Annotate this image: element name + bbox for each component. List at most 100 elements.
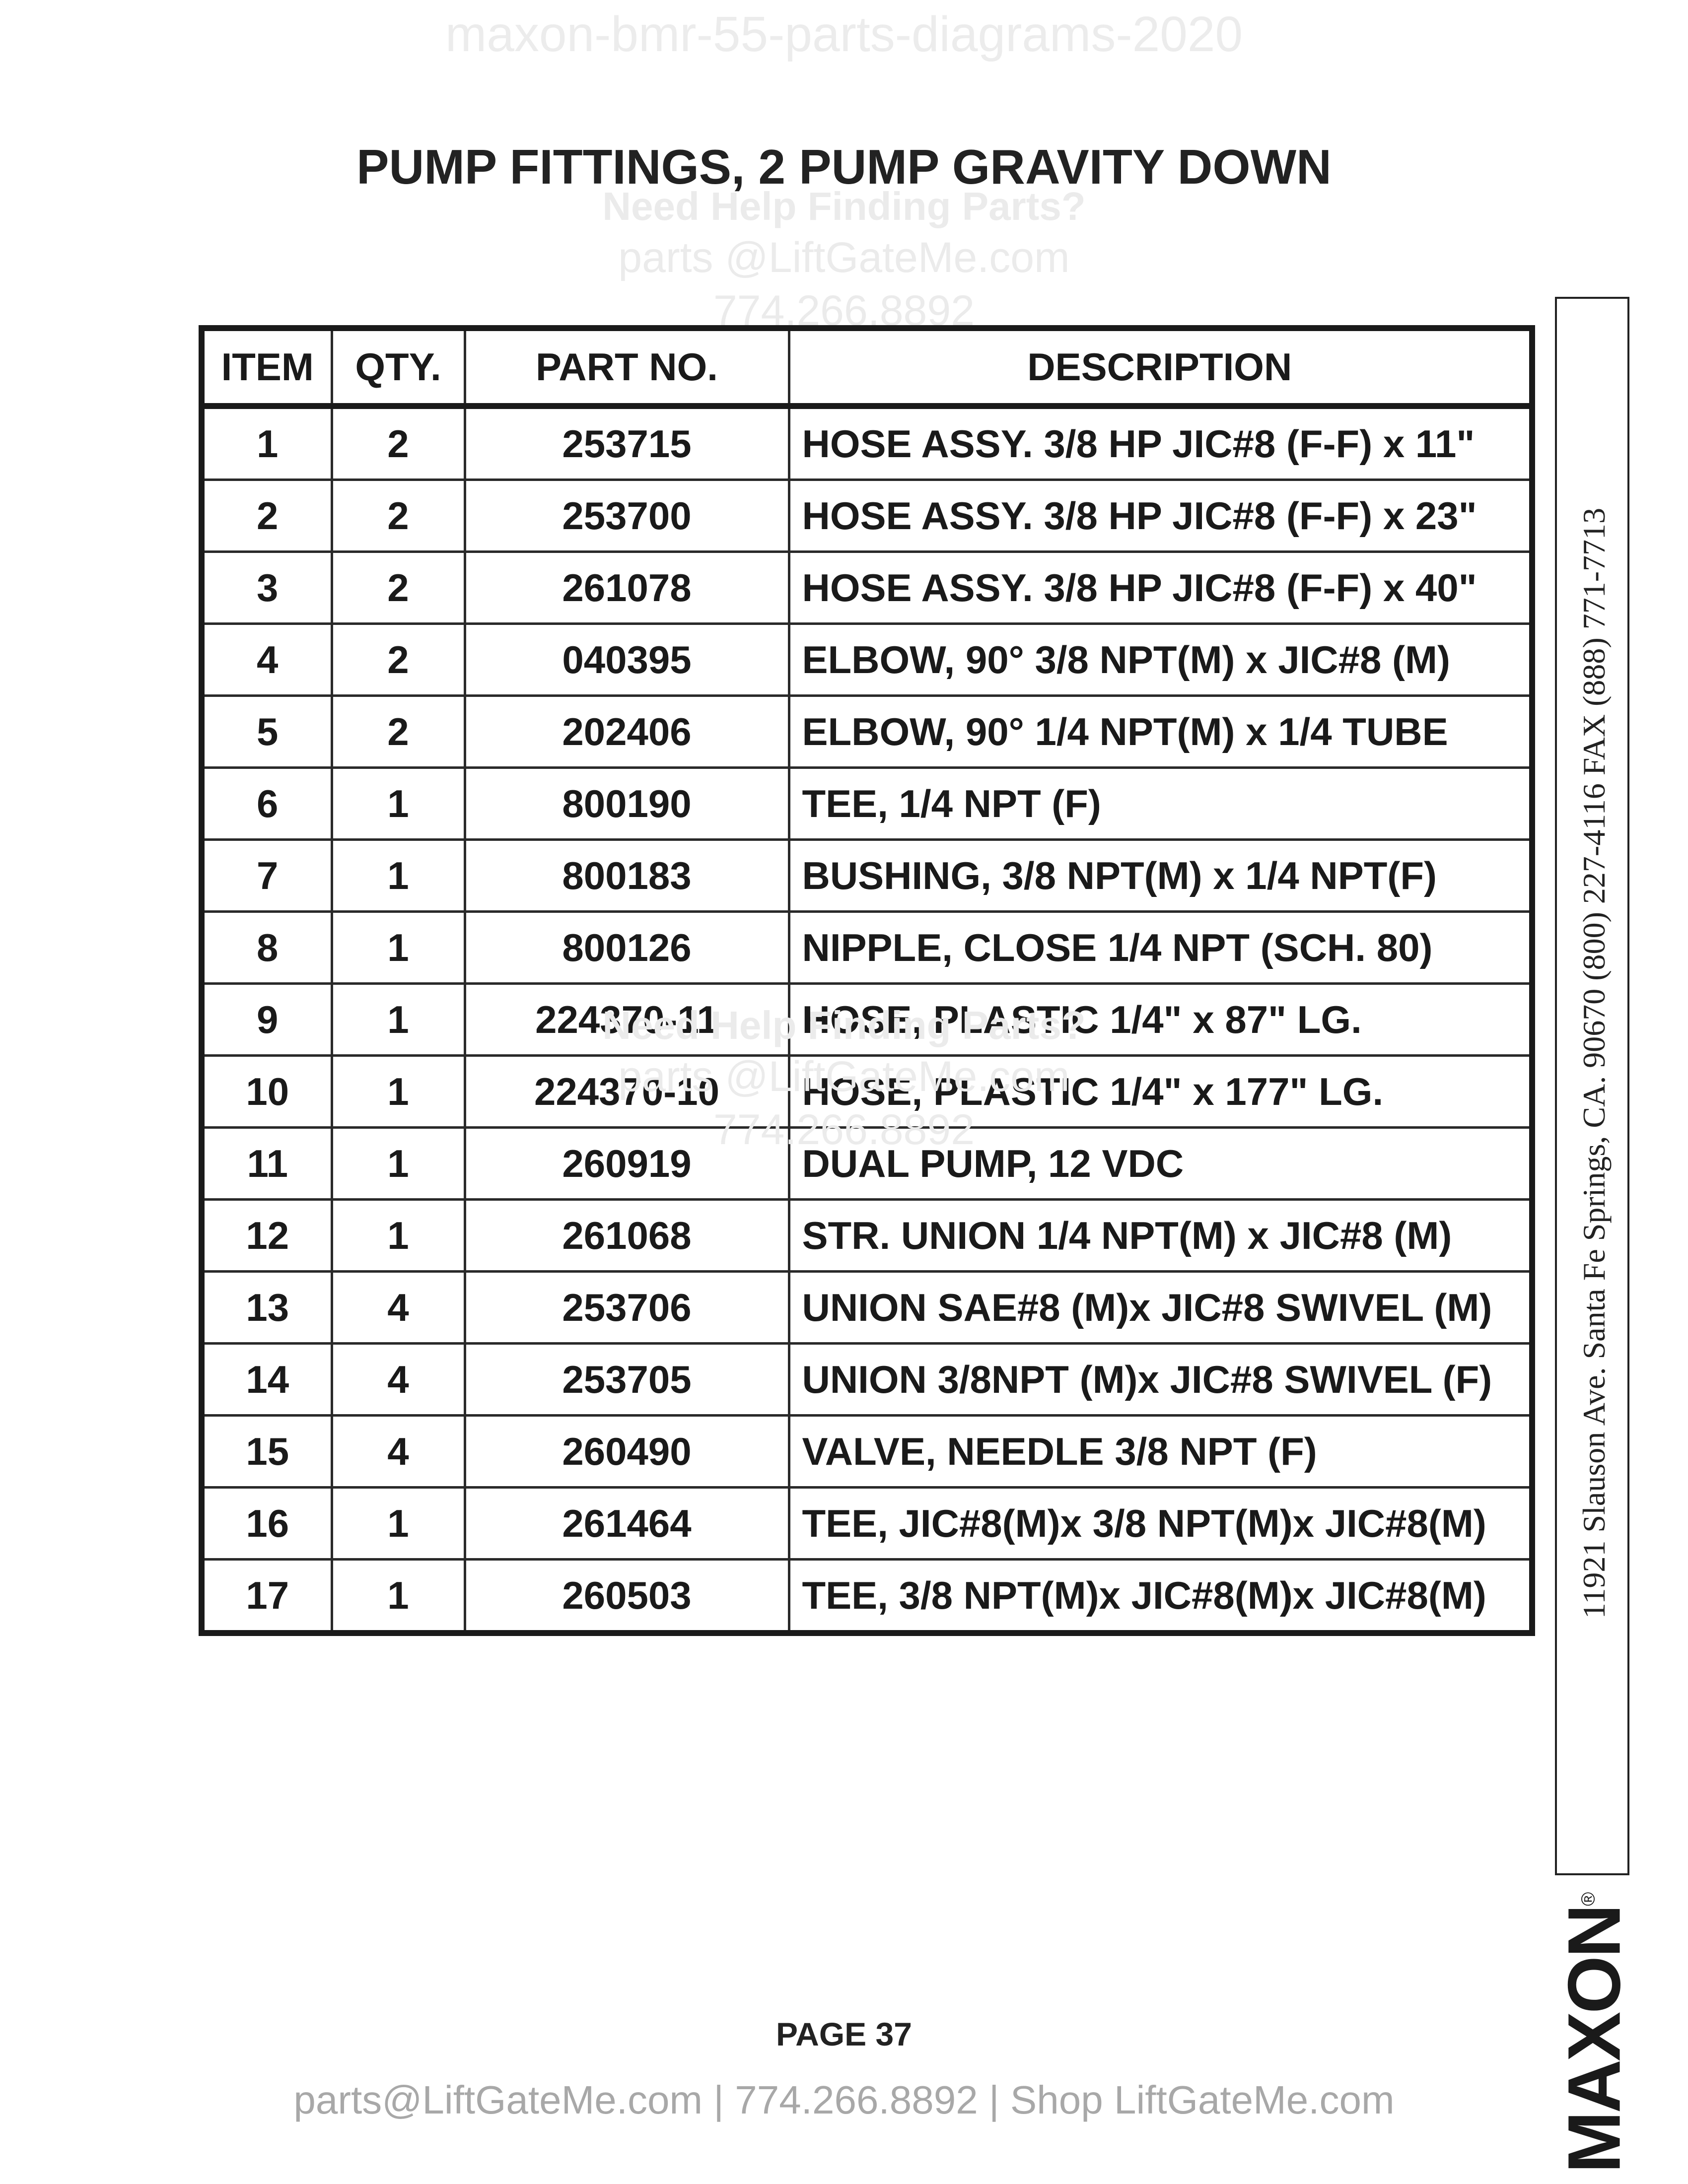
cell-description: TEE, 1/4 NPT (F) [787, 766, 1534, 841]
cell-part-no: 202406 [463, 694, 790, 769]
cell-part-no: 261464 [463, 1486, 790, 1561]
watermark-block-middle: Need Help Finding Parts? parts @LiftGate… [496, 1003, 1192, 1155]
cell-description: ELBOW, 90° 1/4 NPT(M) x 1/4 TUBE [787, 694, 1534, 769]
cell-part-no: 260503 [463, 1558, 790, 1635]
cell-description: HOSE ASSY. 3/8 HP JIC#8 (F-F) x 40" [787, 550, 1534, 625]
watermark-block-top: Need Help Finding Parts? parts @LiftGate… [496, 184, 1192, 336]
cell-qty: 1 [330, 1126, 466, 1201]
cell-description: STR. UNION 1/4 NPT(M) x JIC#8 (M) [787, 1198, 1534, 1273]
header-part-no: PART NO. [463, 327, 790, 409]
page-title: PUMP FITTINGS, 2 PUMP GRAVITY DOWN [356, 139, 1332, 194]
cell-description: UNION 3/8NPT (M)x JIC#8 SWIVEL (F) [787, 1342, 1534, 1417]
cell-item: 14 [200, 1342, 333, 1417]
cell-part-no: 253715 [463, 405, 790, 481]
cell-qty: 1 [330, 838, 466, 913]
cell-qty: 1 [330, 1054, 466, 1129]
cell-item: 10 [200, 1054, 333, 1129]
cell-qty: 2 [330, 622, 466, 697]
cell-part-no: 224370-11 [463, 982, 790, 1057]
cell-part-no: 040395 [463, 622, 790, 697]
cell-part-no: 261078 [463, 550, 790, 625]
watermark-help-text: Need Help Finding Parts? [602, 184, 1086, 228]
cell-qty: 4 [330, 1342, 466, 1417]
cell-item: 4 [200, 622, 333, 697]
cell-item: 9 [200, 982, 333, 1057]
watermark-phone-2: 774.266.8892 [713, 1106, 975, 1154]
cell-description: TEE, 3/8 NPT(M)x JIC#8(M)x JIC#8(M) [787, 1558, 1534, 1635]
watermark-email: parts @LiftGateMe.com [618, 234, 1070, 281]
cell-item: 13 [200, 1270, 333, 1345]
cell-qty: 4 [330, 1414, 466, 1489]
header-description: DESCRIPTION [787, 327, 1534, 409]
cell-item: 1 [200, 405, 333, 481]
cell-description: DUAL PUMP, 12 VDC [787, 1126, 1534, 1201]
watermark-email-2: parts @LiftGateMe.com [618, 1053, 1070, 1100]
cell-description: HOSE ASSY. 3/8 HP JIC#8 (F-F) x 23" [787, 478, 1534, 553]
cell-description: ELBOW, 90° 3/8 NPT(M) x JIC#8 (M) [787, 622, 1534, 697]
cell-qty: 4 [330, 1270, 466, 1345]
cell-qty: 1 [330, 982, 466, 1057]
company-address: 11921 Slauson Ave. Santa Fe Springs, CA.… [1576, 507, 1612, 1619]
cell-part-no: 261068 [463, 1198, 790, 1273]
watermark-help-text-2: Need Help Finding Parts? [602, 1003, 1086, 1047]
cell-description: TEE, JIC#8(M)x 3/8 NPT(M)x JIC#8(M) [787, 1486, 1534, 1561]
cell-item: 12 [200, 1198, 333, 1273]
header-item: ITEM [200, 327, 333, 409]
cell-qty: 2 [330, 405, 466, 481]
table-header-row: ITEM QTY. PART NO. DESCRIPTION [200, 327, 1534, 409]
cell-part-no: 224370-10 [463, 1054, 790, 1129]
cell-item: 3 [200, 550, 333, 625]
cell-description: BUSHING, 3/8 NPT(M) x 1/4 NPT(F) [787, 838, 1534, 913]
header-qty: QTY. [330, 327, 466, 409]
cell-description: VALVE, NEEDLE 3/8 NPT (F) [787, 1414, 1534, 1489]
cell-part-no: 253700 [463, 478, 790, 553]
cell-item: 6 [200, 766, 333, 841]
cell-item: 8 [200, 910, 333, 985]
cell-part-no: 800183 [463, 838, 790, 913]
cell-qty: 1 [330, 1486, 466, 1561]
cell-description: HOSE ASSY. 3/8 HP JIC#8 (F-F) x 11" [787, 405, 1534, 481]
cell-qty: 1 [330, 1558, 466, 1635]
cell-part-no: 260490 [463, 1414, 790, 1489]
registered-mark: ® [1578, 1894, 1599, 1906]
cell-item: 5 [200, 694, 333, 769]
cell-qty: 1 [330, 1198, 466, 1273]
cell-part-no: 253705 [463, 1342, 790, 1417]
cell-item: 11 [200, 1126, 333, 1201]
watermark-top-text: maxon-bmr-55-parts-diagrams-2020 [445, 6, 1243, 62]
page-number: PAGE 37 [776, 2016, 912, 2052]
cell-part-no: 253706 [463, 1270, 790, 1345]
cell-part-no: 800126 [463, 910, 790, 985]
cell-qty: 1 [330, 766, 466, 841]
cell-description: HOSE, PLASTIC 1/4" x 87" LG. [787, 982, 1534, 1057]
cell-item: 16 [200, 1486, 333, 1561]
cell-part-no: 260919 [463, 1126, 790, 1201]
cell-qty: 2 [330, 694, 466, 769]
cell-item: 15 [200, 1414, 333, 1489]
cell-description: UNION SAE#8 (M)x JIC#8 SWIVEL (M) [787, 1270, 1534, 1345]
cell-item: 17 [200, 1558, 333, 1635]
cell-description: NIPPLE, CLOSE 1/4 NPT (SCH. 80) [787, 910, 1534, 985]
company-sidebar: 11921 Slauson Ave. Santa Fe Springs, CA.… [1552, 297, 1636, 2173]
cell-item: 2 [200, 478, 333, 553]
cell-qty: 2 [330, 478, 466, 553]
footer-contact: parts@LiftGateMe.com | 774.266.8892 | Sh… [293, 2078, 1395, 2122]
